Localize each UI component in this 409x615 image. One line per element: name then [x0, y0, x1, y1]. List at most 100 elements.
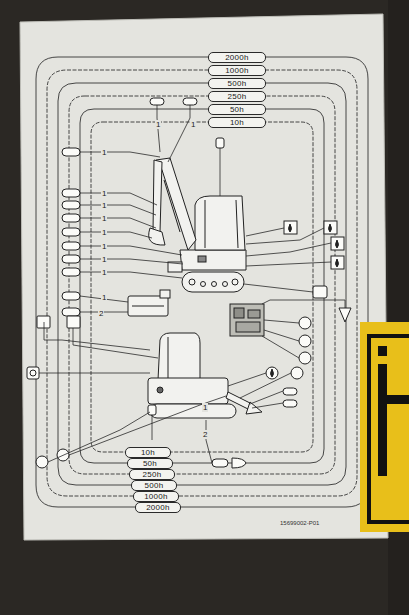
art-rect [62, 292, 80, 300]
art-polyline [220, 148, 221, 196]
art-rect [62, 214, 80, 222]
interval-hours: 1000h [225, 67, 249, 75]
art-rect [378, 346, 387, 356]
art-rect [148, 405, 156, 415]
interval-box: 1000h [208, 65, 266, 76]
art-rect [284, 221, 297, 234]
interval-loops [36, 57, 368, 507]
part-number: 15699002-P01 [279, 520, 320, 527]
interval-loop [36, 57, 368, 507]
art-rect [62, 148, 80, 156]
interval-box: 10h [208, 117, 266, 128]
art-polyline [246, 228, 284, 236]
art-polyline [252, 403, 283, 408]
art-polyline [246, 228, 324, 244]
interval-box: 1000h [133, 491, 179, 502]
art-polyline [39, 373, 150, 374]
art-rect [150, 404, 236, 418]
interval-loop [69, 96, 335, 474]
art-path [153, 160, 162, 232]
callout-number: 1 [101, 189, 107, 198]
art-rect [182, 272, 244, 292]
art-rect [378, 364, 387, 476]
art-polyline [80, 152, 160, 157]
art-circle [201, 282, 206, 287]
art-polygon [20, 14, 388, 540]
callout-number: 1 [155, 120, 161, 129]
art-path [339, 308, 351, 322]
art-rect [62, 268, 80, 276]
art-circle [291, 367, 303, 379]
interval-loop [80, 109, 324, 463]
art-rect [230, 304, 264, 336]
art-polyline [262, 300, 345, 308]
callout-number: 2 [202, 430, 208, 439]
art-polyline [73, 328, 158, 358]
art-circle [299, 317, 311, 329]
interval-box: 10h [125, 447, 171, 458]
art-polyline [262, 336, 299, 358]
callout-number: 1 [101, 228, 107, 237]
callout-number: 1 [190, 120, 196, 129]
art-rect [62, 228, 80, 236]
interval-box: 50h [127, 458, 173, 469]
art-rect [62, 189, 80, 197]
art-circle [299, 352, 311, 364]
art-rect [128, 296, 168, 316]
interval-box: 250h [129, 469, 175, 480]
art-rect [378, 395, 409, 404]
art-path [329, 224, 332, 232]
interval-hours: 10h [141, 449, 155, 457]
art-polyline [264, 330, 299, 341]
art-polyline [168, 105, 190, 162]
art-path [289, 224, 292, 232]
interval-hours: 50h [143, 460, 157, 468]
art-rect [234, 308, 244, 318]
art-line [132, 306, 164, 307]
art-rect [62, 308, 80, 316]
art-rect [283, 388, 297, 395]
interval-box: 50h [208, 104, 266, 115]
interval-hours: 2000h [225, 54, 249, 62]
interval-loop [58, 83, 346, 485]
art-polyline [80, 205, 156, 215]
interval-hours: 500h [145, 482, 164, 490]
art-rect [216, 138, 224, 148]
art-rect [183, 98, 197, 105]
callout-number: 1 [202, 403, 208, 412]
art-path [149, 228, 165, 245]
art-line [205, 200, 206, 248]
art-polyline [228, 373, 266, 386]
art-polyline [246, 243, 331, 256]
leader-lines [39, 105, 345, 463]
art-polyline [240, 373, 291, 398]
excavator-side-view [149, 158, 246, 292]
interval-box: 2000h [208, 52, 266, 63]
art-circle [212, 282, 217, 287]
art-rect [331, 237, 344, 250]
art-circle [266, 367, 278, 379]
art-circle [299, 335, 311, 347]
art-rect [62, 255, 80, 263]
art-rect [37, 316, 50, 328]
art-path [232, 458, 246, 468]
art-polyline [246, 262, 331, 266]
callout-number: 1 [101, 255, 107, 264]
yellow-warning-sign [360, 322, 409, 532]
interval-box: 500h [208, 78, 266, 89]
art-rect [313, 286, 327, 298]
art-polyline [244, 284, 313, 292]
part-details [128, 290, 264, 336]
interval-hours: 250h [143, 471, 162, 479]
art-rect [198, 256, 206, 262]
callout-number: 1 [101, 201, 107, 210]
art-polyline [80, 246, 182, 255]
art-circle [157, 387, 163, 393]
art-circle [30, 370, 36, 376]
callout-number: 1 [101, 214, 107, 223]
art-rect [331, 256, 344, 269]
left-symbols [27, 98, 246, 468]
art-polyline [80, 218, 156, 228]
